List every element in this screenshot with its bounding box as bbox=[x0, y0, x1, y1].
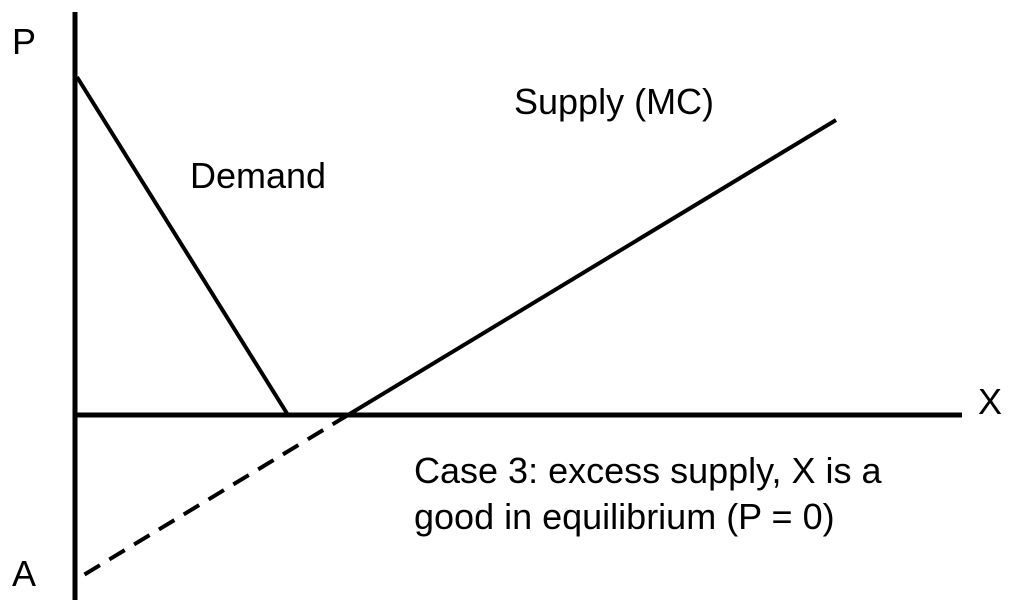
supply-label: Supply (MC) bbox=[514, 81, 715, 122]
supply-curve bbox=[346, 118, 838, 417]
caption-line-1: Case 3: excess supply, X is a bbox=[414, 450, 882, 491]
y-axis-label: P bbox=[12, 21, 37, 62]
caption-line-2: good in equilibrium (P = 0) bbox=[414, 496, 835, 537]
supply-extension-dashed bbox=[80, 413, 350, 578]
x-axis-label: X bbox=[978, 381, 1003, 422]
case-caption: Case 3: excess supply, X is a good in eq… bbox=[414, 448, 1014, 540]
intercept-label: A bbox=[12, 553, 37, 594]
demand-label: Demand bbox=[190, 155, 327, 196]
demand-curve bbox=[75, 75, 290, 417]
